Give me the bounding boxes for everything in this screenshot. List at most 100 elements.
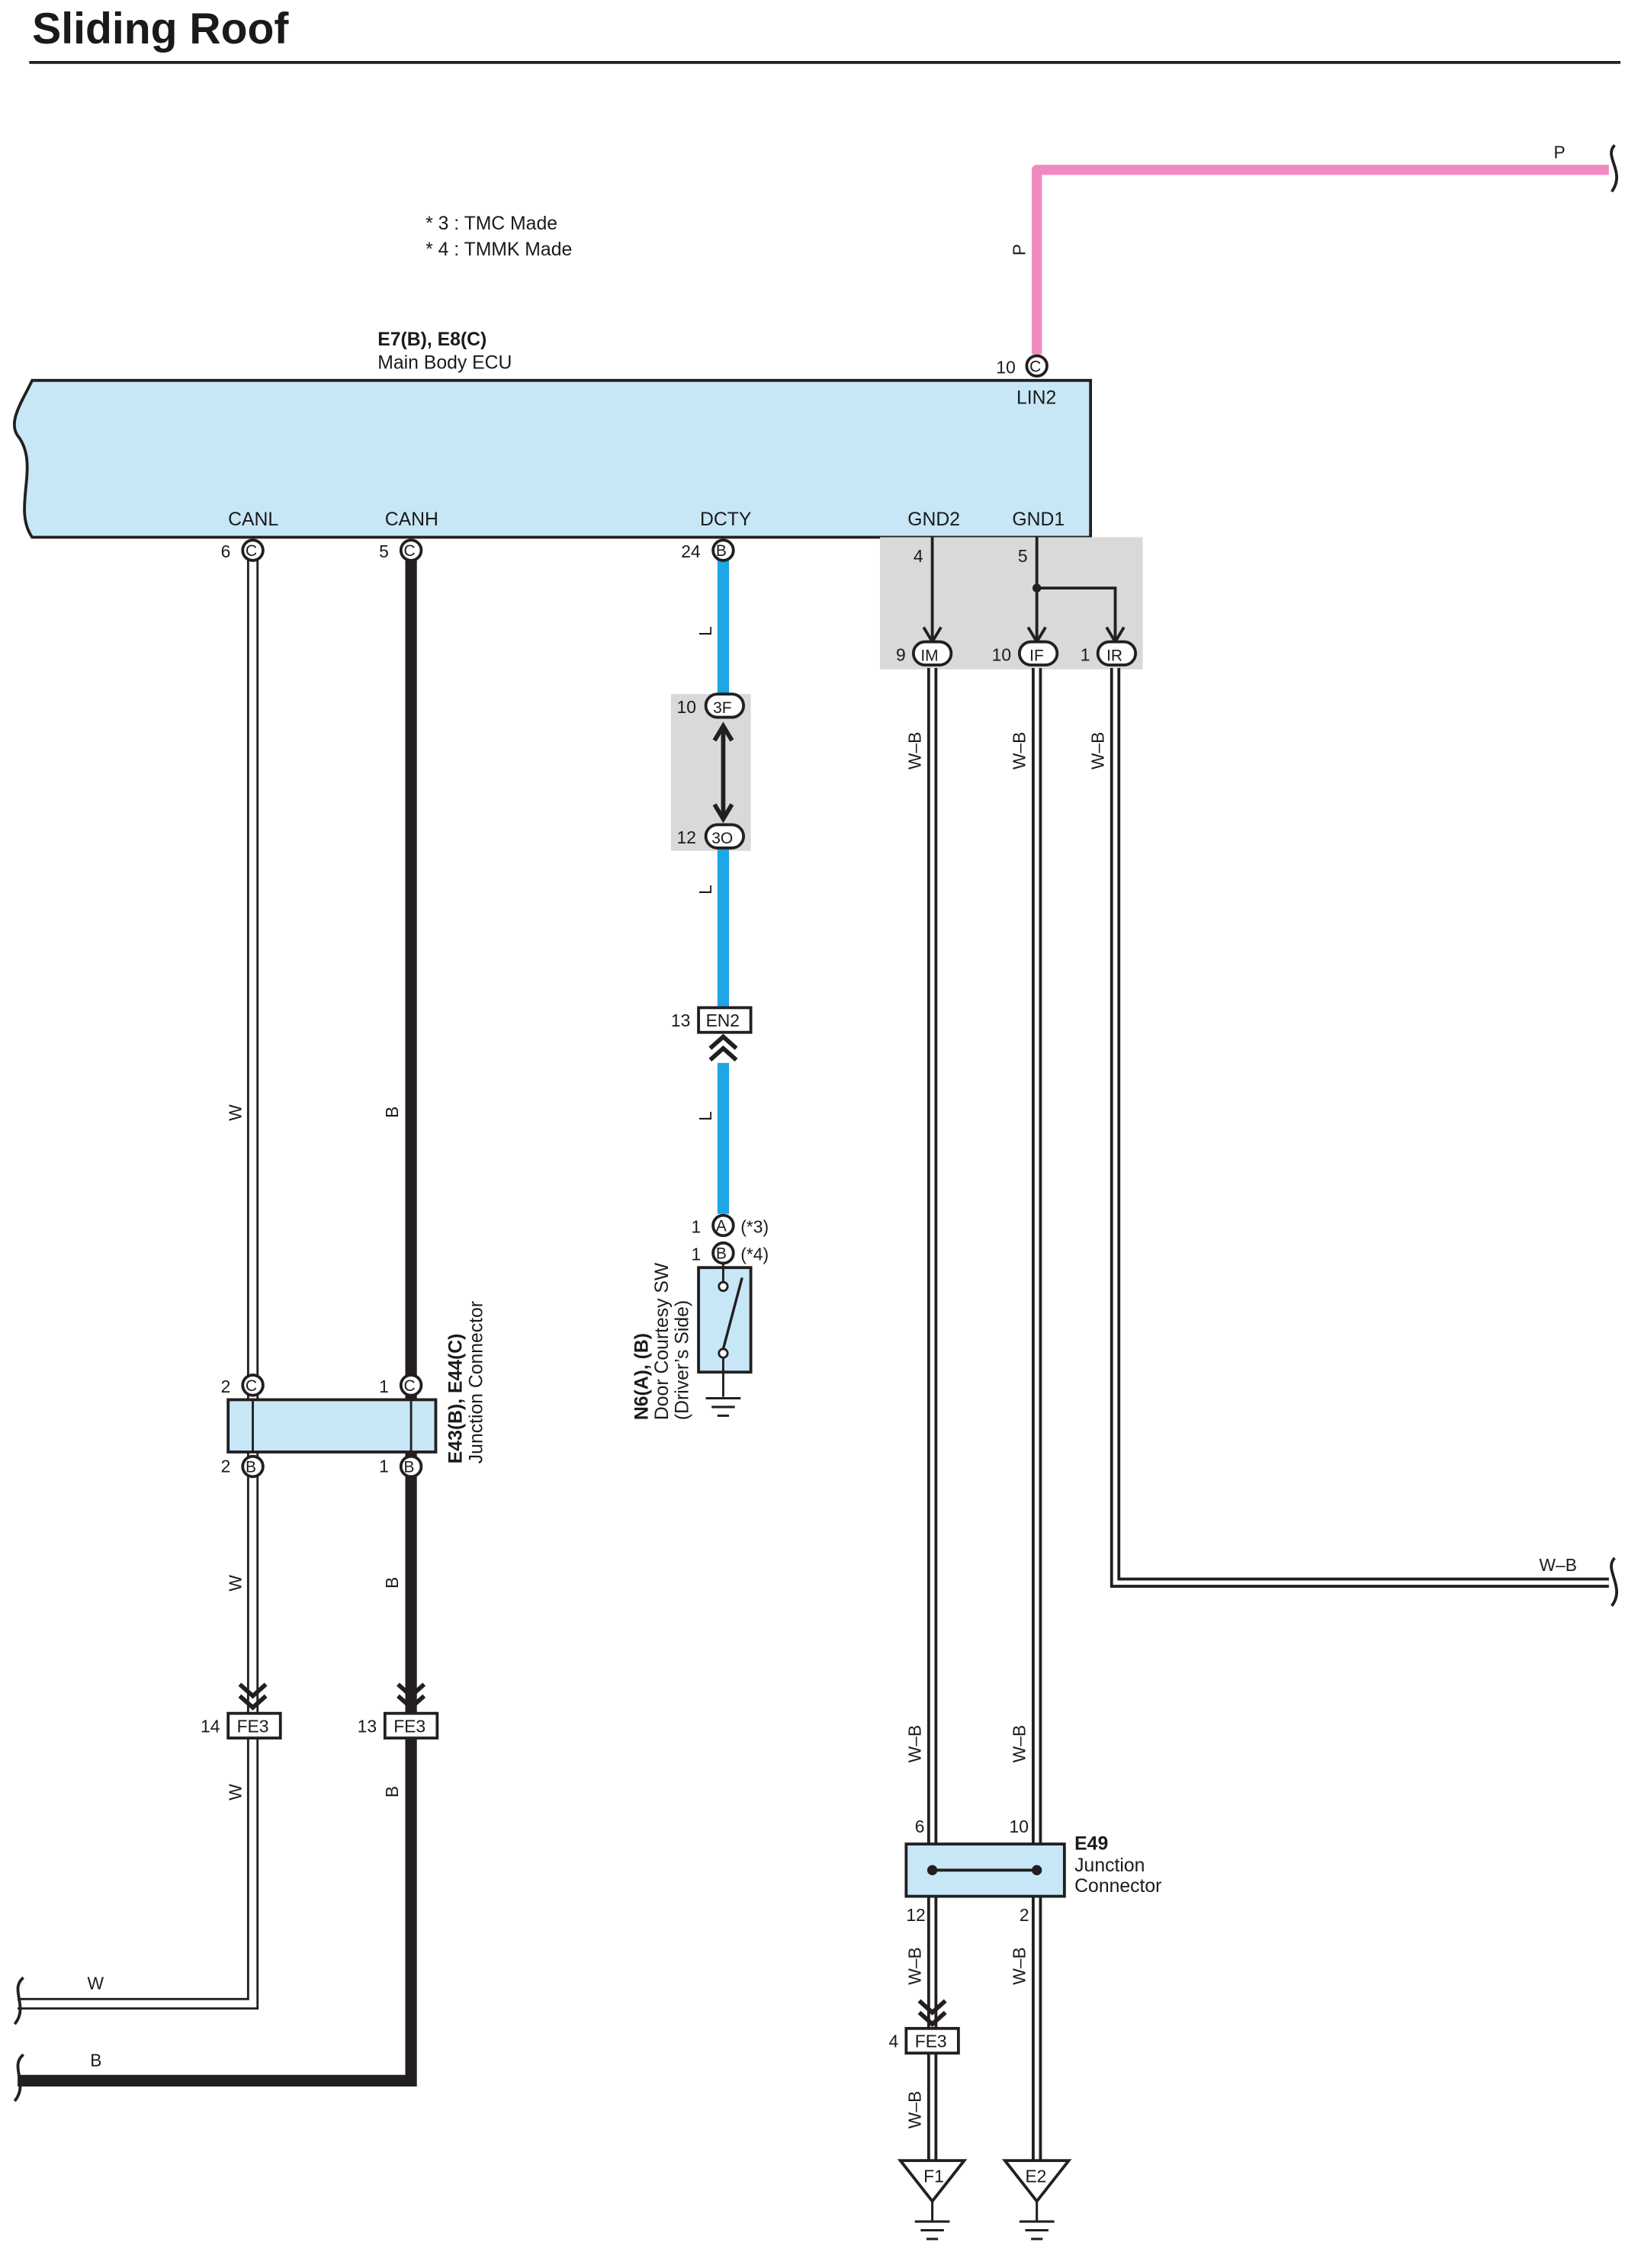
terminal-lin2: LIN2 xyxy=(1016,387,1056,408)
wire-label-b-2: B xyxy=(382,1577,402,1589)
chevron-fe3-w xyxy=(238,1682,268,1711)
wire-canh-black-lower xyxy=(18,1738,417,2087)
switch-blade xyxy=(721,1277,743,1350)
pin-conn-fe3b: FE3 xyxy=(393,1716,426,1736)
connector-ir xyxy=(1096,640,1138,667)
pin-jc-tl xyxy=(241,1373,265,1397)
connector-if xyxy=(1017,640,1059,667)
pin-num-im: 9 xyxy=(896,644,906,664)
pin-num-e49-r-bot: 2 xyxy=(1020,1905,1029,1925)
connector-3f xyxy=(704,692,745,719)
wire-label-b-4: B xyxy=(90,2050,101,2070)
pin-conn-jc-tr: C xyxy=(404,1377,416,1395)
wire-label-w-3: W xyxy=(225,1784,245,1801)
wire-label-b-1: B xyxy=(382,1107,402,1118)
wire-label-wb-im-1: W–B xyxy=(904,732,924,769)
pin-num-fe3c: 4 xyxy=(888,2032,898,2051)
pin-dcty xyxy=(711,538,735,562)
pin-conn-jc-br: B xyxy=(404,1459,415,1476)
wire-label-w-1: W xyxy=(225,1104,245,1121)
junction-e49-line1: Junction xyxy=(1074,1855,1145,1876)
pin-canl xyxy=(241,538,265,562)
junction-e49-line2: Connector xyxy=(1074,1876,1161,1897)
junction-e43-id: E43(B), E44(C) xyxy=(446,1334,467,1464)
wire-lin2-pink xyxy=(1032,165,1609,355)
wire-label-wb-ir-h: W–B xyxy=(1539,1555,1576,1575)
pin-num-dcty: 24 xyxy=(681,541,701,561)
switch-side: (Driver’s Side) xyxy=(673,1300,693,1420)
ground-label-e2: E2 xyxy=(1025,2167,1046,2186)
wire-ir-wb xyxy=(1110,667,1609,1588)
terminal-gnd2: GND2 xyxy=(907,509,960,530)
wire-gnd1-branch xyxy=(1036,586,1117,639)
pin-canh xyxy=(399,538,423,562)
connector-fe3a xyxy=(226,1711,282,1740)
pin-num-jc-bl: 2 xyxy=(221,1457,231,1476)
pin-conn-3f: 3F xyxy=(713,699,731,717)
pin-lin2 xyxy=(1025,354,1049,378)
note-tmc: * 3 : TMC Made xyxy=(426,214,557,234)
wire-label-l-1: L xyxy=(695,626,715,636)
wire-label-b-3: B xyxy=(382,1786,402,1797)
pin-num-fe3b: 13 xyxy=(358,1716,377,1736)
pin-conn-jc-bl: B xyxy=(246,1459,256,1476)
wire-label-w-2: W xyxy=(225,1575,245,1592)
terminal-canh: CANH xyxy=(385,509,438,530)
pin-num-gnd2: 4 xyxy=(914,546,923,566)
wire-label-wb-im-2: W–B xyxy=(904,1725,924,1762)
pin-num-canh: 5 xyxy=(379,541,389,561)
wire-label-l-2: L xyxy=(695,885,715,895)
ground-label-f1: F1 xyxy=(923,2167,944,2186)
ecu-id: E7(B), E8(C) xyxy=(377,329,487,350)
wire-label-wb-im-3: W–B xyxy=(904,1947,924,1984)
continuation-mark-p xyxy=(1610,144,1618,193)
pin-num-3o: 12 xyxy=(677,827,696,847)
connector-im xyxy=(911,640,953,667)
wire-label-p-vertical: P xyxy=(1009,244,1029,255)
connector-fe3b xyxy=(383,1711,439,1740)
pin-num-gnd1: 5 xyxy=(1018,546,1028,566)
chevron-fe3-wb xyxy=(917,1999,947,2027)
pin-num-n6b: 1 xyxy=(692,1245,702,1264)
pin-conn-en2: EN2 xyxy=(706,1010,740,1030)
pin-num-e49-r-top: 10 xyxy=(1010,1817,1029,1836)
pin-conn-fe3a: FE3 xyxy=(237,1716,269,1736)
pin-num-fe3a: 14 xyxy=(201,1716,220,1736)
connector-en2 xyxy=(697,1006,753,1034)
terminal-dcty: DCTY xyxy=(700,509,751,530)
pin-conn-fe3c: FE3 xyxy=(915,2032,947,2051)
pin-conn-canl: C xyxy=(246,542,257,560)
pin-note-n6a: (*3) xyxy=(740,1216,769,1236)
pin-conn-ir: IR xyxy=(1106,647,1122,664)
switch-contact-bottom xyxy=(718,1348,729,1359)
pin-jc-br xyxy=(399,1454,423,1479)
pin-conn-if: IF xyxy=(1029,647,1044,664)
pin-conn-jc-tl: C xyxy=(246,1377,257,1395)
pin-num-jc-tr: 1 xyxy=(379,1377,389,1396)
wire-canl-white-lower xyxy=(18,1738,259,2010)
switch-id: N6(A), (B) xyxy=(631,1333,652,1420)
junction-e43-name: Junction Connector xyxy=(466,1301,487,1463)
pin-conn-n6b: B xyxy=(716,1245,727,1263)
chevron-en2 xyxy=(708,1033,738,1062)
pin-conn-canh: C xyxy=(404,542,416,560)
pin-conn-3o: 3O xyxy=(711,830,733,847)
wire-label-wb-im-4: W–B xyxy=(904,2091,924,2128)
pin-conn-n6a: A xyxy=(716,1218,727,1235)
pin-conn-lin2: C xyxy=(1029,358,1041,375)
wire-label-wb-if-3: W–B xyxy=(1009,1947,1029,1984)
wire-label-w-4: W xyxy=(87,1973,104,1993)
connector-fe3c xyxy=(904,2026,960,2055)
pin-jc-tr xyxy=(399,1373,423,1397)
pin-n6a xyxy=(711,1213,735,1238)
pin-num-jc-br: 1 xyxy=(379,1457,389,1476)
note-tmmk: * 4 : TMMK Made xyxy=(426,239,572,260)
pin-num-3f: 10 xyxy=(677,697,696,717)
pin-num-en2: 13 xyxy=(671,1010,690,1030)
wire-label-l-3: L xyxy=(695,1111,715,1121)
pin-conn-dcty: B xyxy=(716,542,727,560)
pin-jc-bl xyxy=(241,1454,265,1479)
pin-num-n6a: 1 xyxy=(692,1216,702,1236)
continuation-mark-b xyxy=(13,2053,25,2103)
